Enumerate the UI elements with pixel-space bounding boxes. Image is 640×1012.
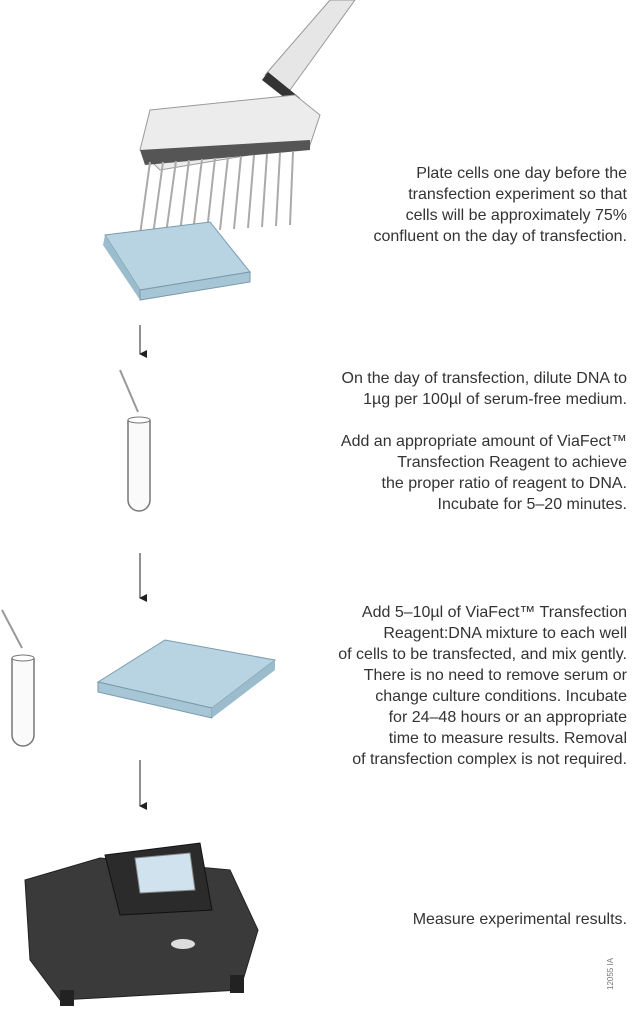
text-line: Transfection Reagent to achieve [397,454,627,471]
text-line: There is no need to remove serum or [363,667,627,684]
text-line: Reagent:DNA mixture to each well [383,625,627,642]
step-2-text: On the day of transfection, dilute DNA t… [341,368,627,515]
multichannel-pipette-icon [139,0,356,236]
text-line: Plate cells one day before the [416,165,627,182]
text-line: transfection experiment so that [408,186,627,203]
text-line: Incubate for 5–20 minutes. [437,496,627,513]
well-plate-icon [96,639,277,719]
step-1-text: Plate cells one day before the transfect… [374,163,628,247]
step-4-text: Measure experimental results. [413,909,627,930]
text-line: Add an appropriate amount of ViaFect™ [340,433,627,450]
text-line: the proper ratio of reagent to DNA. [381,475,627,492]
text-line: for 24–48 hours or an appropriate [388,709,627,726]
tube-icon [119,369,151,512]
well-plate-icon [103,221,251,301]
text-line: 1µg per 100µl of serum-free medium. [363,391,627,408]
text-line: Measure experimental results. [412,911,627,928]
text-line: confluent on the day of transfection. [373,228,628,245]
luminometer-device-icon [24,842,259,1006]
step-3-text: Add 5–10µl of ViaFect™ Transfection Reag… [338,602,627,770]
text-line: On the day of transfection, dilute DNA t… [341,370,628,387]
text-line: of transfection complex is not required. [352,751,627,768]
text-line: change culture conditions. Incubate [375,688,627,705]
text-line: of cells to be transfected, and mix gent… [338,646,627,663]
tube-with-tip-icon [1,609,35,747]
text-line: cells will be approximately 75% [405,207,627,224]
spacer [341,410,627,431]
text-line: time to measure results. Removal [388,730,627,747]
figure-code: 12055 IA [606,957,615,990]
text-line: Add 5–10µl of ViaFect™ Transfection [361,604,627,621]
